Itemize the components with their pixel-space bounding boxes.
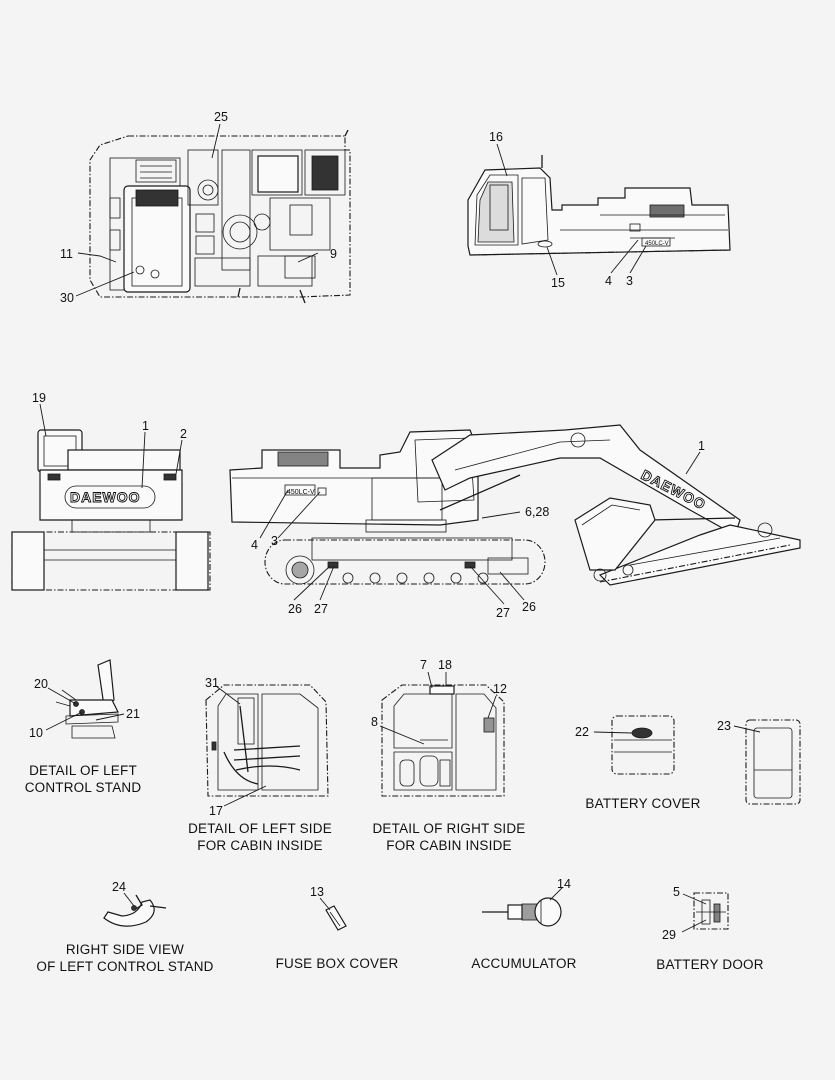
callout-25: 25 [214, 110, 228, 124]
caption-fuse-box-cover: FUSE BOX COVER [270, 955, 404, 972]
callout-13: 13 [310, 885, 324, 899]
callout-4-top: 4 [605, 274, 612, 288]
caption-left-control-stand: DETAIL OF LEFT CONTROL STAND [18, 762, 148, 796]
caption-line: RIGHT SIDE VIEW [65, 942, 185, 957]
callout-27-right: 27 [496, 606, 510, 620]
caption-line: DETAIL OF RIGHT SIDE [372, 821, 526, 836]
callout-15: 15 [551, 276, 565, 290]
callout-11: 11 [60, 247, 73, 261]
callout-16: 16 [489, 130, 503, 144]
callout-10: 10 [29, 726, 43, 740]
svg-text:450LC-V: 450LC-V [287, 489, 315, 496]
accumulator-drawing [482, 897, 562, 927]
caption-line: CONTROL STAND [24, 780, 142, 795]
svg-text:450LC-V: 450LC-V [645, 241, 669, 247]
control-stand-side-drawing [103, 894, 167, 927]
callout-1-rear: 1 [142, 419, 149, 433]
caption-line: DETAIL OF LEFT [29, 763, 137, 778]
caption-accumulator: ACCUMULATOR [464, 955, 584, 972]
callout-4-side: 4 [251, 538, 258, 552]
caption-line: OF LEFT CONTROL STAND [36, 959, 214, 974]
fuse-box-cover-drawing [325, 905, 347, 931]
callout-26-right: 26 [522, 600, 536, 614]
caption-line: FOR CABIN INSIDE [386, 838, 512, 853]
callout-21: 21 [126, 707, 140, 721]
callout-3-top: 3 [626, 274, 633, 288]
caption-battery-cover: BATTERY COVER [578, 795, 708, 812]
caption-line: FUSE BOX COVER [275, 956, 399, 971]
callout-9: 9 [330, 247, 337, 261]
callout-17: 17 [209, 804, 223, 818]
left-control-stand-drawing [55, 659, 119, 739]
callout-20: 20 [34, 677, 48, 691]
battery-cover-drawing [611, 715, 675, 775]
callout-3-side: 3 [271, 534, 278, 548]
callout-5: 5 [673, 885, 680, 899]
caption-right-side-view: RIGHT SIDE VIEW OF LEFT CONTROL STAND [30, 941, 220, 975]
callout-26-left: 26 [288, 602, 302, 616]
callout-1-boom: 1 [698, 439, 705, 453]
callout-19: 19 [32, 391, 46, 405]
callout-22: 22 [575, 725, 589, 739]
door-detail-23-drawing [745, 719, 801, 805]
callout-7: 7 [420, 658, 427, 672]
callout-14: 14 [557, 877, 571, 891]
caption-line: FOR CABIN INSIDE [197, 838, 323, 853]
callout-18: 18 [438, 658, 452, 672]
caption-line: BATTERY DOOR [656, 957, 764, 972]
callout-6-28: 6,28 [525, 505, 549, 519]
callout-31: 31 [205, 676, 219, 690]
rear-view-machine: DAEWOO [11, 429, 211, 591]
top-view-upper-structure [89, 129, 351, 304]
side-view-upper-structure: 450LC-V [467, 155, 731, 256]
caption-line: DETAIL OF LEFT SIDE [188, 821, 332, 836]
callout-27-left: 27 [314, 602, 328, 616]
caption-battery-door: BATTERY DOOR [650, 956, 770, 973]
caption-line: BATTERY COVER [585, 796, 701, 811]
daewoo-logo-rear: DAEWOO [70, 489, 141, 505]
callout-23: 23 [717, 719, 731, 733]
callout-8: 8 [371, 715, 378, 729]
callout-24: 24 [112, 880, 126, 894]
battery-door-drawing [693, 892, 729, 930]
caption-line: ACCUMULATOR [471, 956, 577, 971]
callout-numbers: 25 16 11 9 30 15 4 3 19 1 2 1 4 3 6,28 2… [29, 110, 731, 942]
left-cabin-inside-drawing [205, 684, 329, 797]
callout-leaders [39, 123, 761, 933]
callout-30: 30 [60, 291, 74, 305]
callout-12: 12 [493, 682, 507, 696]
callout-2: 2 [180, 427, 187, 441]
main-side-view-machine: 450LC-V DAEWOO [229, 424, 801, 586]
right-cabin-inside-drawing [381, 684, 505, 797]
callout-29: 29 [662, 928, 676, 942]
caption-left-cabin: DETAIL OF LEFT SIDE FOR CABIN INSIDE [180, 820, 340, 854]
caption-right-cabin: DETAIL OF RIGHT SIDE FOR CABIN INSIDE [364, 820, 534, 854]
